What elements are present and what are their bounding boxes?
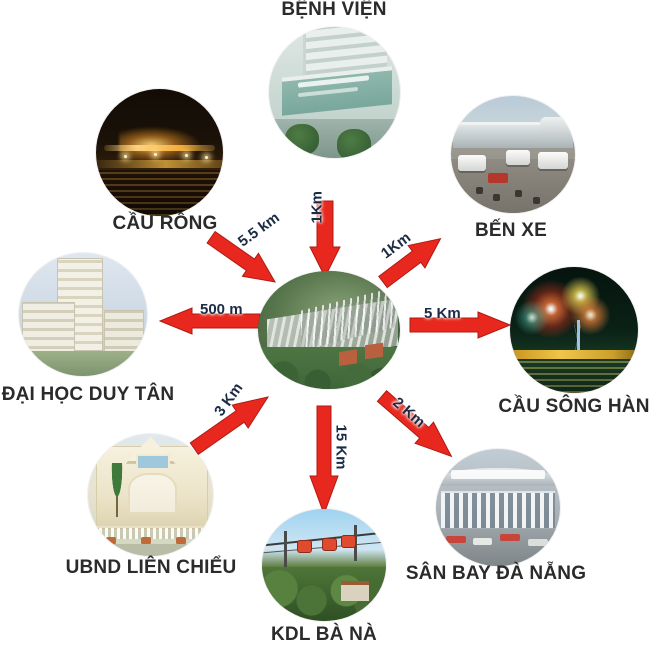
distance-label-cau-song-han: 5 Km: [424, 305, 461, 322]
street-surface: [88, 543, 213, 556]
bridge-arch: [103, 144, 216, 152]
arrow-to-ubnd-lien-chieu: [186, 386, 276, 461]
motorbike-3: [515, 189, 523, 197]
bridge-deck: [96, 160, 223, 168]
planter-pot-1: [105, 536, 116, 547]
photo-san-bay-da-nang[interactable]: [436, 449, 560, 566]
photo-dai-hoc-duy-tan[interactable]: [19, 253, 147, 376]
motorbike-2: [493, 194, 501, 202]
caption-ben-xe: BẾN XE: [475, 220, 547, 241]
storage-tank: [540, 117, 568, 143]
university-wing-left: [21, 302, 75, 356]
distance-label-benh-vien: 1Km: [308, 190, 326, 224]
water-reflection: [510, 358, 638, 393]
caption-benh-vien: BỆNH VIỆN: [281, 0, 387, 20]
caption-kdl-ba-na: KDL BÀ NÀ: [271, 624, 377, 645]
university-wing-right: [104, 309, 145, 356]
photo-kdl-ba-na[interactable]: [262, 509, 386, 621]
node-san-bay-da-nang[interactable]: [436, 449, 560, 566]
terminal-signboard: [450, 470, 546, 480]
white-van-1: [458, 154, 486, 171]
parked-car-4: [527, 539, 548, 547]
hospital-shrub-right: [337, 129, 372, 158]
center-photo-project-site: [258, 271, 400, 389]
parked-car-3: [500, 534, 521, 542]
parked-car-1: [445, 535, 466, 543]
caption-san-bay-da-nang: SÂN BAY ĐÀ NẴNG: [405, 563, 587, 584]
palm-tree: [108, 463, 126, 517]
white-van-3: [537, 152, 568, 169]
bridge-pylon: [576, 319, 580, 356]
photo-ben-xe[interactable]: [451, 96, 575, 213]
node-kdl-ba-na[interactable]: [262, 509, 386, 621]
terminal-forecourt: [436, 528, 560, 566]
planter-pot-3: [175, 536, 186, 547]
white-van-2: [505, 149, 531, 166]
caption-ubnd-lien-chieu: UBND LIÊN CHIỂU: [65, 557, 237, 578]
photo-ubnd-lien-chieu[interactable]: [88, 434, 213, 556]
photo-cau-song-han[interactable]: [510, 267, 638, 393]
hospital-shrub-left: [284, 123, 319, 156]
university-grounds: [19, 351, 147, 376]
arrow-to-kdl-ba-na: [309, 405, 339, 516]
hillside-building: [341, 581, 369, 601]
red-vehicle: [488, 173, 509, 183]
firework-burst-4: [512, 299, 551, 336]
distance-label-dai-hoc-duy-tan: 500 m: [200, 301, 243, 318]
bridge-lamp-4: [205, 156, 209, 160]
node-ubnd-lien-chieu[interactable]: [88, 434, 213, 556]
river-reflection: [96, 170, 223, 216]
caption-dai-hoc-duy-tan: ĐẠI HỌC DUY TÂN: [1, 384, 175, 405]
motorbike-1: [475, 187, 483, 195]
cable-tower-left: [284, 531, 288, 570]
building-signboard: [135, 453, 170, 470]
cable-car-cabin-3: [341, 534, 357, 548]
front-fence: [93, 525, 208, 539]
planter-pot-2: [140, 536, 151, 547]
cable-car-cabin-1: [296, 540, 312, 554]
center-node: [258, 271, 400, 389]
bridge-deck-lights: [510, 350, 638, 359]
node-cau-song-han[interactable]: [510, 267, 638, 393]
node-dai-hoc-duy-tan[interactable]: [19, 253, 147, 376]
distance-label-kdl-ba-na: 15 Km: [332, 424, 350, 470]
photo-cau-rong[interactable]: [96, 89, 223, 216]
bridge-lamp-2: [154, 152, 158, 156]
arrow-to-cau-song-han: [409, 311, 512, 339]
cable-car-cabin-2: [321, 538, 337, 552]
bridge-lamp-1: [123, 155, 127, 159]
center-detail: [258, 271, 400, 389]
node-cau-rong[interactable]: [96, 89, 223, 216]
arrow-to-san-bay-da-nang: [373, 385, 461, 466]
caption-cau-rong: CẦU RỒNG: [112, 213, 218, 234]
terminal-glass-facade: [440, 491, 556, 529]
photo-benh-vien[interactable]: [269, 27, 400, 158]
bridge-lamp-3: [184, 153, 188, 157]
arrow-to-cau-rong: [203, 226, 283, 294]
arrow-to-benh-vien: [309, 200, 341, 279]
motorbike-4: [532, 196, 540, 204]
center-rooftops: [364, 342, 383, 360]
arrow-to-dai-hoc-duy-tan: [158, 307, 261, 335]
building-portico: [128, 473, 177, 514]
node-ben-xe[interactable]: [451, 96, 575, 213]
parked-car-2: [473, 537, 492, 545]
node-benh-vien[interactable]: [269, 27, 400, 158]
caption-cau-song-han: CẦU SÔNG HÀN: [498, 396, 650, 417]
